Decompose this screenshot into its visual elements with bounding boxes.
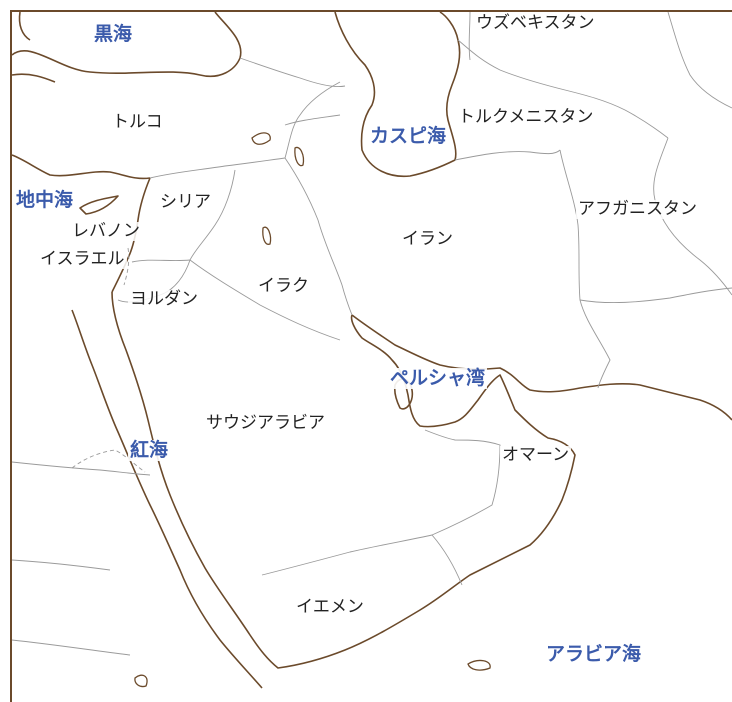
border-uzbekistan-north — [468, 11, 471, 61]
country-label-uzbekistan: ウズベキスタン — [474, 13, 597, 33]
country-label-yemen: イエメン — [294, 597, 366, 617]
country-label-syria: シリア — [158, 192, 213, 212]
country-label-lebanon: レバノン — [70, 221, 142, 241]
border-iran-turkmenistan — [454, 149, 561, 161]
border-caucasus — [284, 114, 341, 126]
map-frame — [10, 10, 732, 702]
country-label-israel: イスラエル — [38, 249, 127, 269]
black-sea-coast — [11, 11, 242, 77]
border-syria-iraq — [189, 169, 236, 261]
sea-label-persian-gulf: ペルシャ湾 — [388, 367, 488, 389]
country-label-iraq: イラク — [256, 276, 311, 296]
island-socotra — [467, 659, 491, 671]
border-afghanistan-east — [579, 287, 732, 304]
red-sea-west-coast — [71, 309, 263, 689]
cyprus-island — [79, 195, 119, 215]
lake-urmia — [294, 146, 305, 167]
disputed-border-egypt-sudan — [71, 449, 146, 473]
arabian-peninsula-coast — [111, 291, 576, 669]
country-label-iran: イラン — [400, 229, 455, 249]
turkey-south-coast — [11, 73, 151, 180]
border-iraq-saudi — [189, 259, 341, 341]
country-label-saudi-arabia: サウジアラビア — [204, 413, 327, 433]
lake-van — [251, 132, 271, 145]
border-russia-georgia — [239, 57, 346, 88]
border-egypt-sudan — [11, 461, 151, 476]
israel-west-bank-border — [123, 247, 130, 286]
sea-label-mediterranean: 地中海 — [14, 189, 76, 211]
border-afghanistan-pakistan — [653, 137, 732, 296]
border-turkey-iran — [284, 81, 341, 159]
border-turkey-syria — [149, 157, 286, 179]
black-sea-west-coast — [18, 11, 31, 41]
country-label-turkey: トルコ — [110, 112, 165, 132]
country-label-turkmenistan: トルクメニスタン — [456, 107, 596, 127]
border-turkmenistan-uzbekistan — [457, 39, 669, 139]
sea-label-caspian: カスピ海 — [368, 125, 449, 147]
sea-label-red-sea: 紅海 — [128, 439, 171, 461]
border-africa-south — [11, 559, 131, 656]
border-eastern-region — [667, 11, 732, 109]
border-jordan-syria — [131, 259, 191, 263]
border-saudi-oman-uae — [424, 429, 501, 536]
border-saudi-yemen — [261, 534, 463, 586]
border-iraq-iran — [284, 157, 353, 316]
iraq-lakes — [262, 226, 272, 245]
border-iran-afghanistan — [559, 149, 611, 389]
country-label-jordan: ヨルダン — [128, 289, 200, 309]
iran-south-coast — [351, 314, 732, 421]
sea-label-black-sea: 黒海 — [92, 23, 135, 45]
country-label-oman: オマーン — [500, 445, 572, 465]
caspian-sea-coast — [334, 11, 461, 178]
country-label-afghanistan: アフガニスタン — [576, 199, 699, 219]
sea-label-arabian-sea: アラビア海 — [544, 643, 644, 665]
levant-coast — [111, 177, 151, 293]
island-red-sea — [134, 674, 148, 688]
